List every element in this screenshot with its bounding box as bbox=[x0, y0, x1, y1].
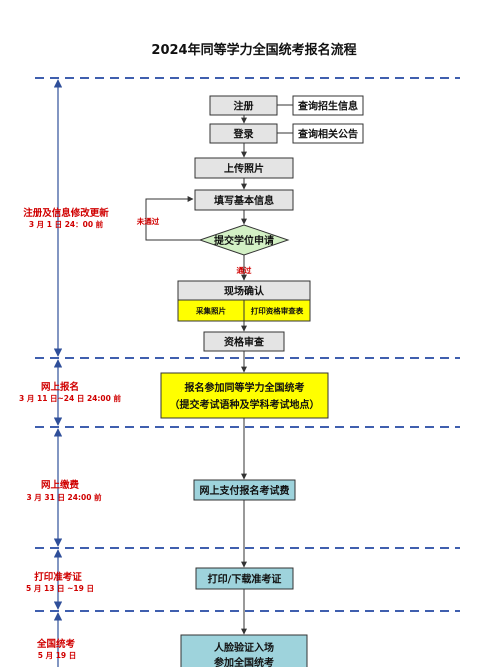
stage-3-title: 网上缴费 bbox=[41, 479, 80, 491]
svg-text:注册: 注册 bbox=[234, 100, 254, 113]
box-fill-info: 填写基本信息 bbox=[194, 189, 294, 211]
stage-3-date: 3 月 31 日 24:00 前 bbox=[26, 492, 102, 502]
svg-text:（提交考试语种及学科考试地点）: （提交考试语种及学科考试地点） bbox=[170, 398, 320, 411]
svg-text:现场确认: 现场确认 bbox=[224, 285, 265, 298]
box-login: 登录 bbox=[209, 123, 278, 144]
label-pass: 通过 bbox=[237, 265, 252, 275]
svg-text:登录: 登录 bbox=[233, 128, 254, 141]
svg-text:采集照片: 采集照片 bbox=[195, 306, 226, 316]
stage-1-date: 3 月 1 日 24：00 前 bbox=[29, 219, 104, 229]
stage-2-title: 网上报名 bbox=[41, 381, 79, 393]
svg-text:查询招生信息: 查询招生信息 bbox=[297, 100, 358, 113]
svg-text:资格审查: 资格审查 bbox=[224, 336, 265, 349]
box-qual-review: 资格审查 bbox=[203, 331, 285, 352]
svg-text:网上支付报名考试费: 网上支付报名考试费 bbox=[200, 484, 290, 497]
box-print-ticket: 打印/下载准考证 bbox=[195, 567, 294, 590]
svg-text:报名参加同等学力全国统考: 报名参加同等学力全国统考 bbox=[185, 381, 305, 394]
box-query-enroll: 查询招生信息 bbox=[292, 95, 364, 116]
svg-text:人脸验证入场: 人脸验证入场 bbox=[214, 641, 274, 654]
box-pay: 网上支付报名考试费 bbox=[193, 479, 296, 501]
label-not-pass: 未通过 bbox=[137, 216, 160, 226]
svg-text:上传照片: 上传照片 bbox=[224, 162, 264, 175]
stage-labels: 注册及信息修改更新 3 月 1 日 24：00 前 网上报名 3 月 11 日~… bbox=[19, 207, 121, 660]
stage-4-date: 5 月 13 日 ~19 日 bbox=[26, 584, 94, 593]
box-register: 注册 bbox=[209, 95, 278, 116]
page-title: 2024年同等学力全国统考报名流程 bbox=[151, 42, 356, 58]
box-query-notice: 查询相关公告 bbox=[292, 123, 364, 144]
stage-separators bbox=[35, 77, 460, 612]
svg-text:提交学位申请: 提交学位申请 bbox=[214, 234, 274, 247]
stage-5-title: 全国统考 bbox=[36, 638, 76, 650]
stage-1-title: 注册及信息修改更新 bbox=[23, 207, 109, 219]
svg-text:参加全国统考: 参加全国统考 bbox=[214, 656, 274, 667]
box-signup: 报名参加同等学力全国统考 （提交考试语种及学科考试地点） bbox=[160, 372, 329, 419]
arrow-loop-back bbox=[145, 196, 200, 241]
box-collect-photo: 采集照片 bbox=[177, 299, 245, 322]
svg-text:填写基本信息: 填写基本信息 bbox=[214, 194, 274, 207]
stage-5-date: 5 月 19 日 bbox=[38, 651, 77, 660]
box-exam: 人脸验证入场 参加全国统考 bbox=[180, 634, 308, 667]
svg-text:打印资格审查表: 打印资格审查表 bbox=[251, 306, 304, 316]
svg-text:查询相关公告: 查询相关公告 bbox=[297, 128, 358, 141]
box-print-form: 打印资格审查表 bbox=[243, 299, 311, 322]
diamond-submit-apply: 提交学位申请 bbox=[198, 224, 290, 256]
box-onsite: 现场确认 bbox=[177, 280, 311, 301]
box-upload-photo: 上传照片 bbox=[194, 157, 294, 179]
svg-text:打印/下载准考证: 打印/下载准考证 bbox=[208, 573, 282, 586]
stage-4-title: 打印准考证 bbox=[34, 571, 82, 583]
connectors bbox=[145, 104, 293, 635]
stage-2-date: 3 月 11 日~24 日 24:00 前 bbox=[19, 393, 121, 403]
